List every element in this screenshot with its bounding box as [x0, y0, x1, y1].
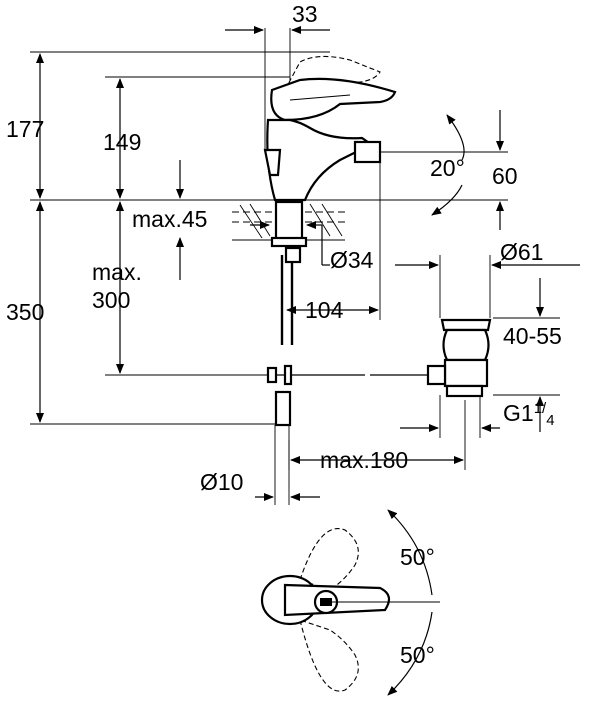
dim-max-45: max.45 — [132, 206, 207, 232]
dim-thread-slash: / — [542, 400, 547, 417]
angle-50-top: 50° — [400, 544, 435, 570]
dimension-labels: 33 177 149 20° 60 max.45 max. 300 Ø34 Ø6… — [6, 1, 562, 668]
handle-top-view — [260, 509, 440, 696]
dim-thread-prefix: G1 — [503, 400, 534, 426]
angle-50-bottom: 50° — [400, 642, 435, 668]
dim-max-300-line2: 300 — [92, 287, 130, 313]
dim-177: 177 — [6, 116, 44, 142]
dim-104: 104 — [305, 297, 344, 323]
dim-40-55: 40-55 — [503, 323, 562, 349]
dim-60: 60 — [492, 163, 518, 189]
dimension-lines — [36, 26, 580, 501]
countertop-section — [232, 203, 345, 241]
dim-max-180: max.180 — [320, 447, 408, 473]
dim-thread-numerator: 1 — [534, 400, 542, 417]
dim-thread-g: G11/4 — [503, 400, 555, 429]
dim-max-300-line1: max. — [92, 259, 142, 285]
dim-350: 350 — [6, 299, 44, 325]
dim-diameter-34: Ø34 — [330, 247, 374, 273]
dim-149: 149 — [103, 129, 141, 155]
extension-lines — [30, 28, 560, 505]
dim-diameter-61: Ø61 — [500, 239, 543, 265]
dim-33: 33 — [292, 1, 318, 27]
faucet-body — [263, 55, 430, 427]
drain-assembly — [426, 318, 492, 398]
dim-diameter-10: Ø10 — [200, 469, 243, 495]
dim-20-degree: 20° — [430, 155, 465, 181]
dim-thread-denominator: 4 — [546, 412, 554, 429]
